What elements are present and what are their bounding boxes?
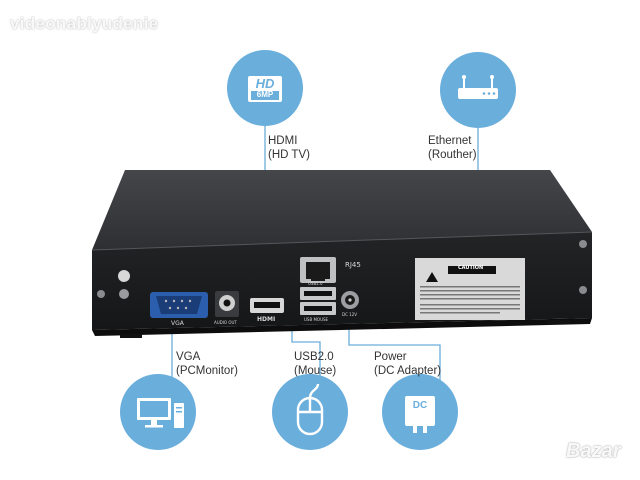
watermark-text: videonablyudenie bbox=[10, 14, 159, 33]
vga-label-line1: VGA bbox=[176, 351, 201, 363]
usb-label: USB2.0 (Mouse) bbox=[294, 350, 336, 378]
hdmi-label: HDMI (HD TV) bbox=[268, 134, 310, 162]
hd-6mp-icon bbox=[248, 76, 282, 102]
hdmi-port bbox=[250, 298, 284, 313]
rj45-port-label: RJ45 bbox=[345, 261, 361, 269]
ethernet-label: Ethernet (Routher) bbox=[428, 134, 477, 162]
vga-label-line2: (PCMonitor) bbox=[176, 365, 238, 377]
vga-port bbox=[150, 292, 208, 318]
audio-out-port bbox=[215, 291, 239, 317]
power-label: Power (DC Adapter) bbox=[374, 350, 441, 378]
usb-ports bbox=[300, 287, 336, 315]
usb-label-line1: USB2.0 bbox=[294, 351, 334, 363]
caution-title: CAUTION bbox=[458, 265, 484, 271]
dc-adapter-icon bbox=[405, 396, 435, 433]
dc-power-port bbox=[341, 291, 359, 309]
hdmi-label-line1: HDMI bbox=[268, 135, 298, 147]
ethernet-label-line1: Ethernet bbox=[428, 135, 472, 147]
ground-screw-icon bbox=[119, 289, 129, 299]
bazar-watermark: Bazar bbox=[566, 440, 621, 462]
dc-port-label: DC 12V bbox=[342, 312, 357, 317]
hdmi-label-line2: (HD TV) bbox=[268, 149, 310, 161]
hdmi-port-label: HDMI bbox=[257, 316, 276, 323]
screw-icon bbox=[579, 286, 587, 294]
ethernet-label-line2: (Routher) bbox=[428, 149, 477, 161]
device-top-surface bbox=[92, 170, 592, 250]
vga-port-label: VGA bbox=[171, 320, 184, 327]
mouse-icon bbox=[296, 383, 324, 436]
router-icon bbox=[458, 75, 498, 99]
device-foot-right bbox=[548, 320, 570, 324]
screw-icon bbox=[579, 240, 587, 248]
rj45-port bbox=[300, 257, 336, 283]
usb-label-line2: (Mouse) bbox=[294, 365, 337, 377]
usb-port-label: USB2.0 bbox=[308, 281, 323, 286]
nvr-device bbox=[91, 170, 593, 338]
screw-icon bbox=[97, 290, 105, 298]
hd-badge-bottom: 6MP bbox=[256, 90, 274, 99]
device-bottom-edge bbox=[92, 318, 592, 336]
hd-badge-top: HD bbox=[255, 76, 275, 91]
usb-mouse-port-label: USB MOUSE bbox=[304, 317, 329, 322]
dc-badge: DC bbox=[412, 400, 428, 411]
audio-port-label: AUDIO OUT bbox=[214, 320, 237, 325]
caution-label bbox=[415, 258, 525, 320]
ground-symbol-icon bbox=[118, 270, 130, 282]
monitor-icon bbox=[137, 398, 184, 428]
power-label-line1: Power bbox=[374, 351, 407, 363]
device-foot-left bbox=[120, 334, 142, 338]
vga-label: VGA (PCMonitor) bbox=[176, 350, 238, 378]
power-label-line2: (DC Adapter) bbox=[374, 365, 442, 377]
